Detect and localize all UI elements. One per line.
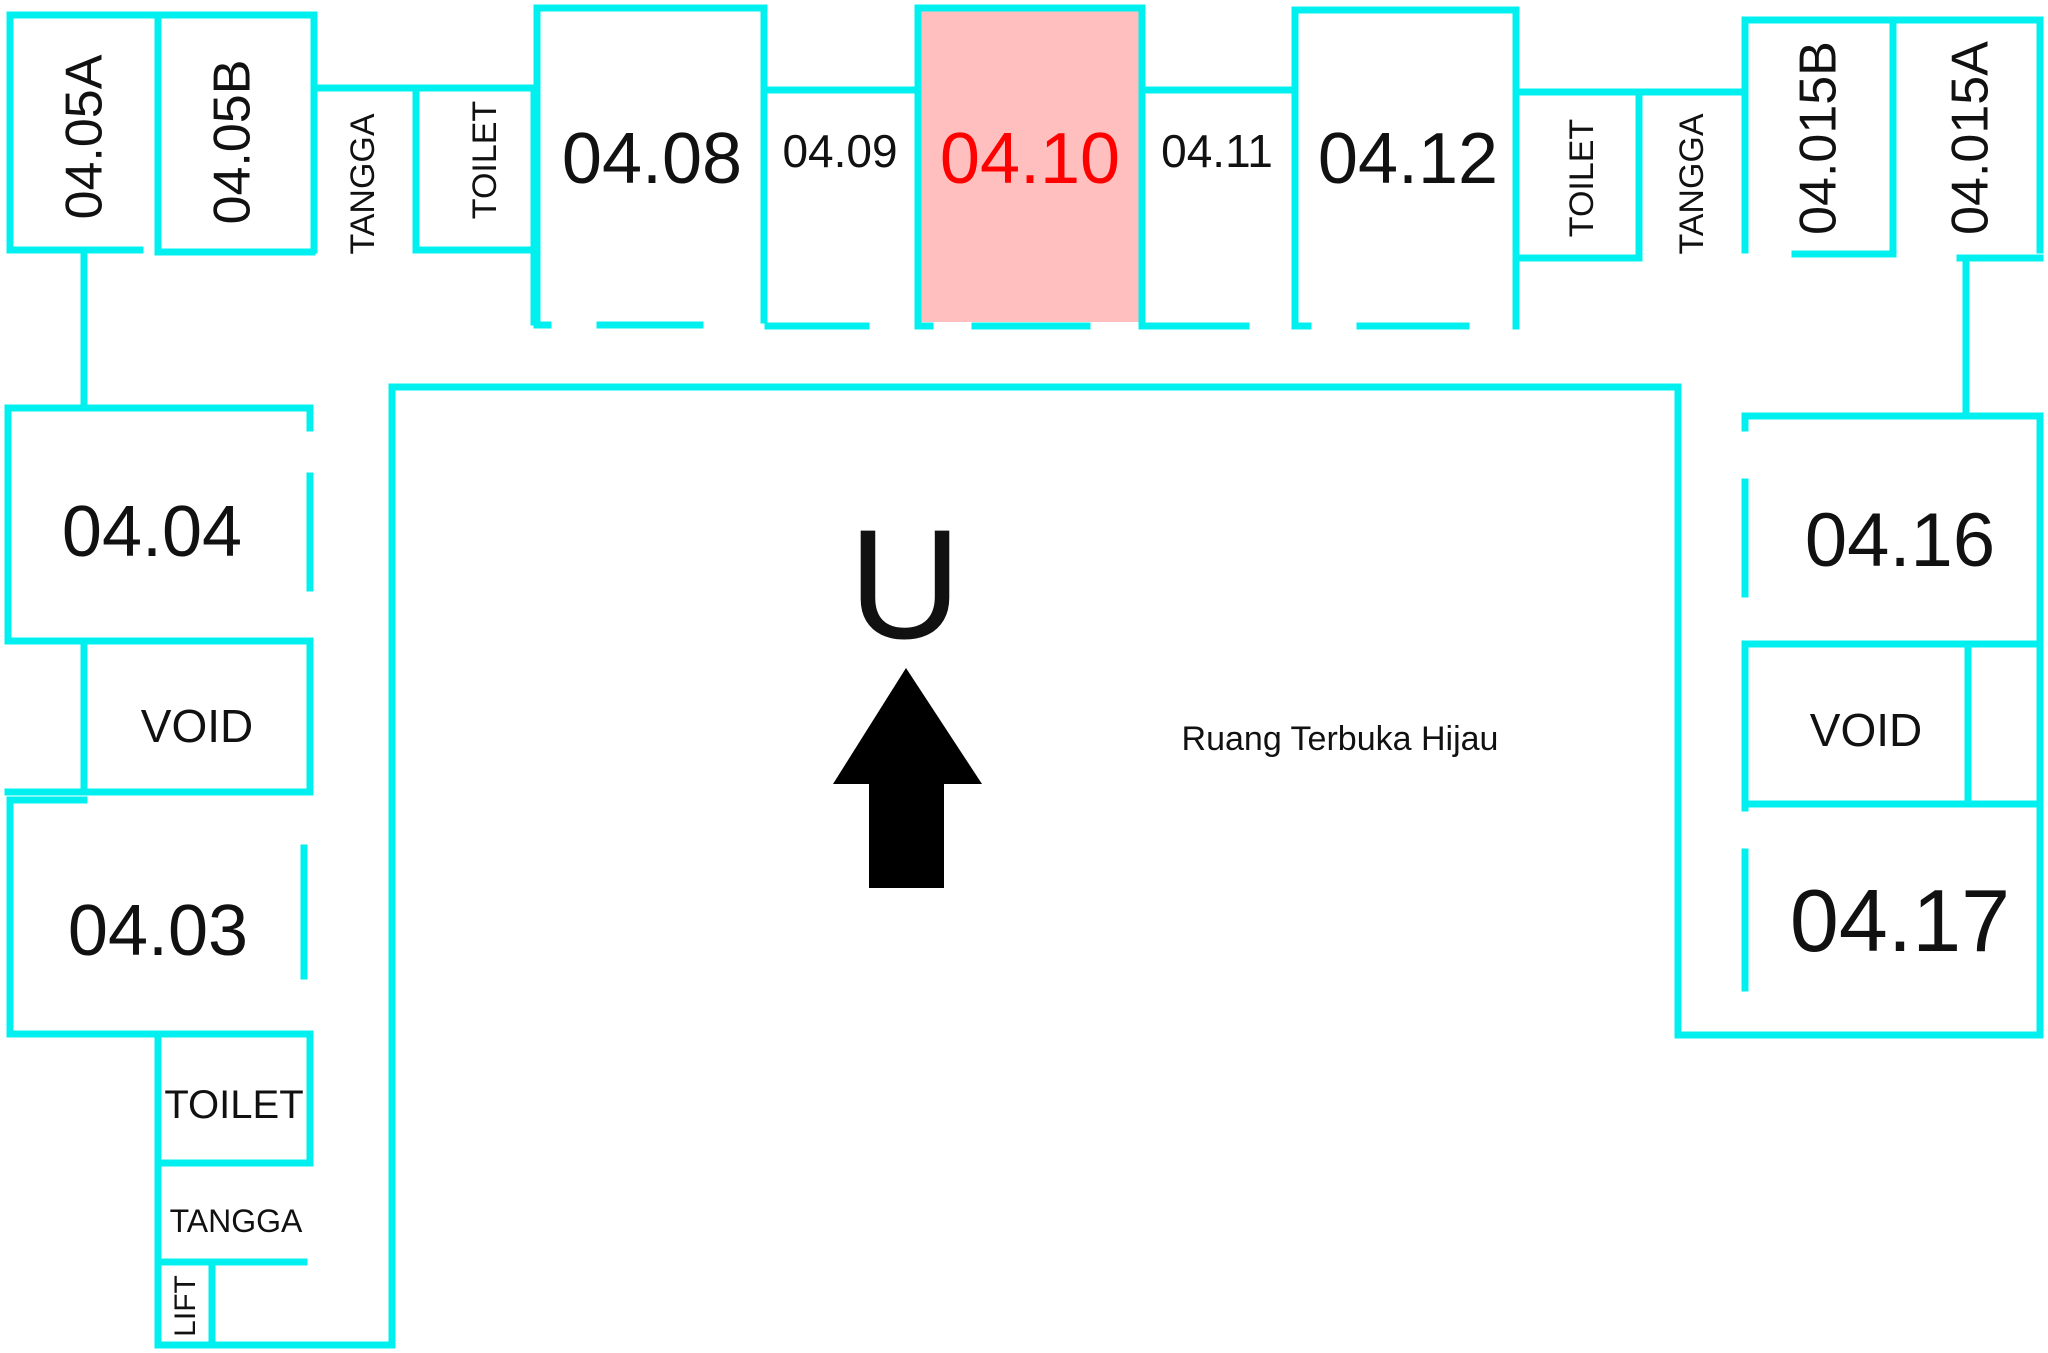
lift-label: LIFT (169, 1275, 202, 1337)
room-04-015a-label[interactable]: 04.015A (1942, 41, 2000, 235)
walls (4, 4, 2044, 1349)
room-04-12-label[interactable]: 04.12 (1318, 119, 1498, 199)
room-04-015b-label[interactable]: 04.015B (1790, 41, 1848, 235)
room-04-03-label[interactable]: 04.03 (68, 891, 248, 971)
compass-letter: U (849, 498, 962, 672)
room-04-08-label[interactable]: 04.08 (562, 119, 742, 199)
room-04-05b-label[interactable]: 04.05B (204, 60, 262, 225)
room-04-04-label[interactable]: 04.04 (62, 492, 242, 572)
room-04-11-label[interactable]: 04.11 (1161, 125, 1273, 177)
toilet-top-left-label: TOILET (466, 101, 504, 219)
room-04-17-label[interactable]: 04.17 (1790, 871, 2010, 970)
stairs-top-left-label: TANGGA (344, 113, 382, 254)
room-04-05a-label[interactable]: 04.05A (56, 54, 114, 219)
stairs-top-right-label: TANGGA (1673, 113, 1711, 254)
stairs-bottom-left-label: TANGGA (170, 1203, 303, 1239)
toilet-top-right-label: TOILET (1563, 119, 1601, 237)
room-04-16-label[interactable]: 04.16 (1805, 498, 1995, 583)
courtyard-label: Ruang Terbuka Hijau (1182, 720, 1499, 758)
toilet-bottom-left-label: TOILET (164, 1083, 303, 1127)
north-arrow-icon (833, 668, 982, 888)
void-right-label: VOID (1810, 704, 1922, 756)
room-04-10-label[interactable]: 04.10 (940, 119, 1120, 199)
room-04-10-highlight[interactable] (918, 10, 1140, 322)
void-left-label: VOID (141, 700, 253, 752)
room-04-09-label[interactable]: 04.09 (782, 125, 897, 177)
